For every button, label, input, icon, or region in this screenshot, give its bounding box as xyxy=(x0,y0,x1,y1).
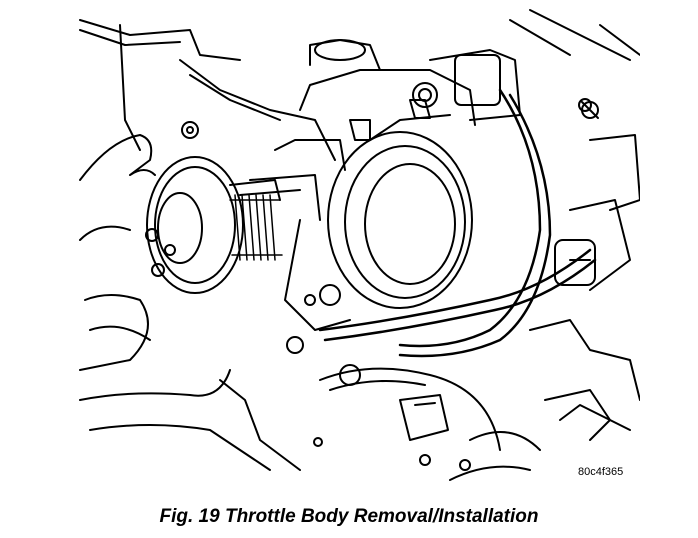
sensors xyxy=(349,49,521,141)
lower-hand xyxy=(79,369,323,471)
throttle-body-illustration xyxy=(70,0,640,495)
return-spring xyxy=(229,194,283,261)
right-components xyxy=(509,9,640,441)
throttle-pulley xyxy=(145,156,301,294)
figure-code-label: 80c4f365 xyxy=(578,466,624,478)
lower-hoses xyxy=(319,364,541,481)
upper-bracket xyxy=(79,19,336,161)
wiring-harness xyxy=(318,88,597,358)
figure-caption: Fig. 19 Throttle Body Removal/Installati… xyxy=(159,506,539,527)
throttle-body-housing xyxy=(249,39,476,354)
left-hand xyxy=(79,134,156,371)
throttle-bore xyxy=(327,114,473,309)
